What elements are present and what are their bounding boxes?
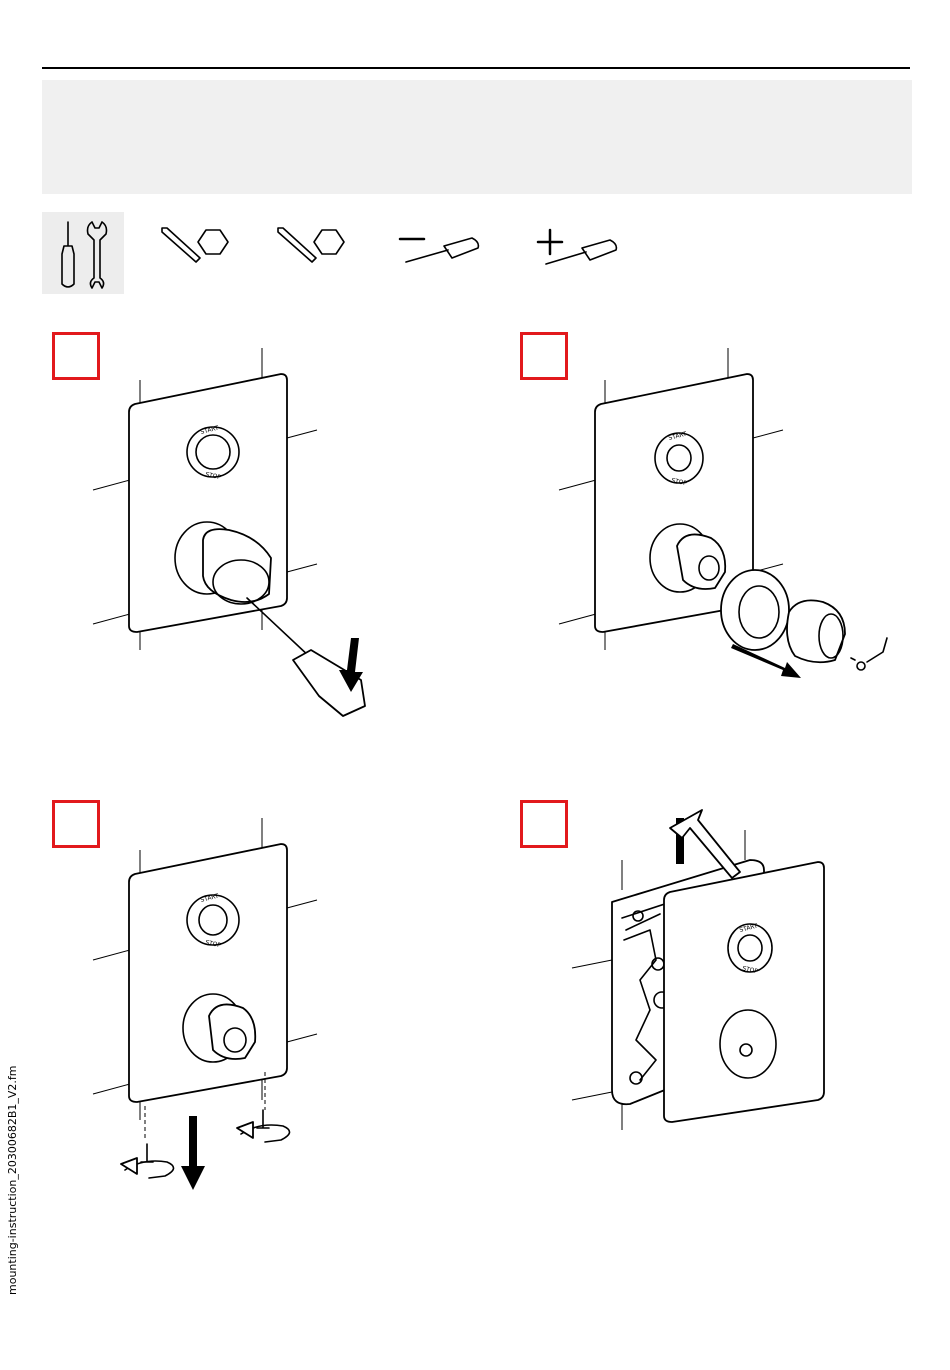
side-label: mounting-instruction_20300682B1_V2.fm — [6, 1065, 19, 1295]
step-1-illustration: START STOP — [85, 340, 385, 730]
hex-key-icon — [274, 222, 346, 266]
flat-screwdriver-icon — [398, 230, 484, 270]
header-band — [42, 80, 912, 194]
top-rule — [42, 67, 910, 69]
phillips-screwdriver-icon — [536, 228, 622, 272]
tools-general-icon — [42, 212, 124, 294]
step-4-illustration: START STOP — [560, 810, 860, 1150]
step-3-illustration: START STOP — [85, 810, 385, 1210]
hex-key-icon — [158, 222, 230, 266]
step-2-illustration: START STOP — [555, 340, 905, 710]
